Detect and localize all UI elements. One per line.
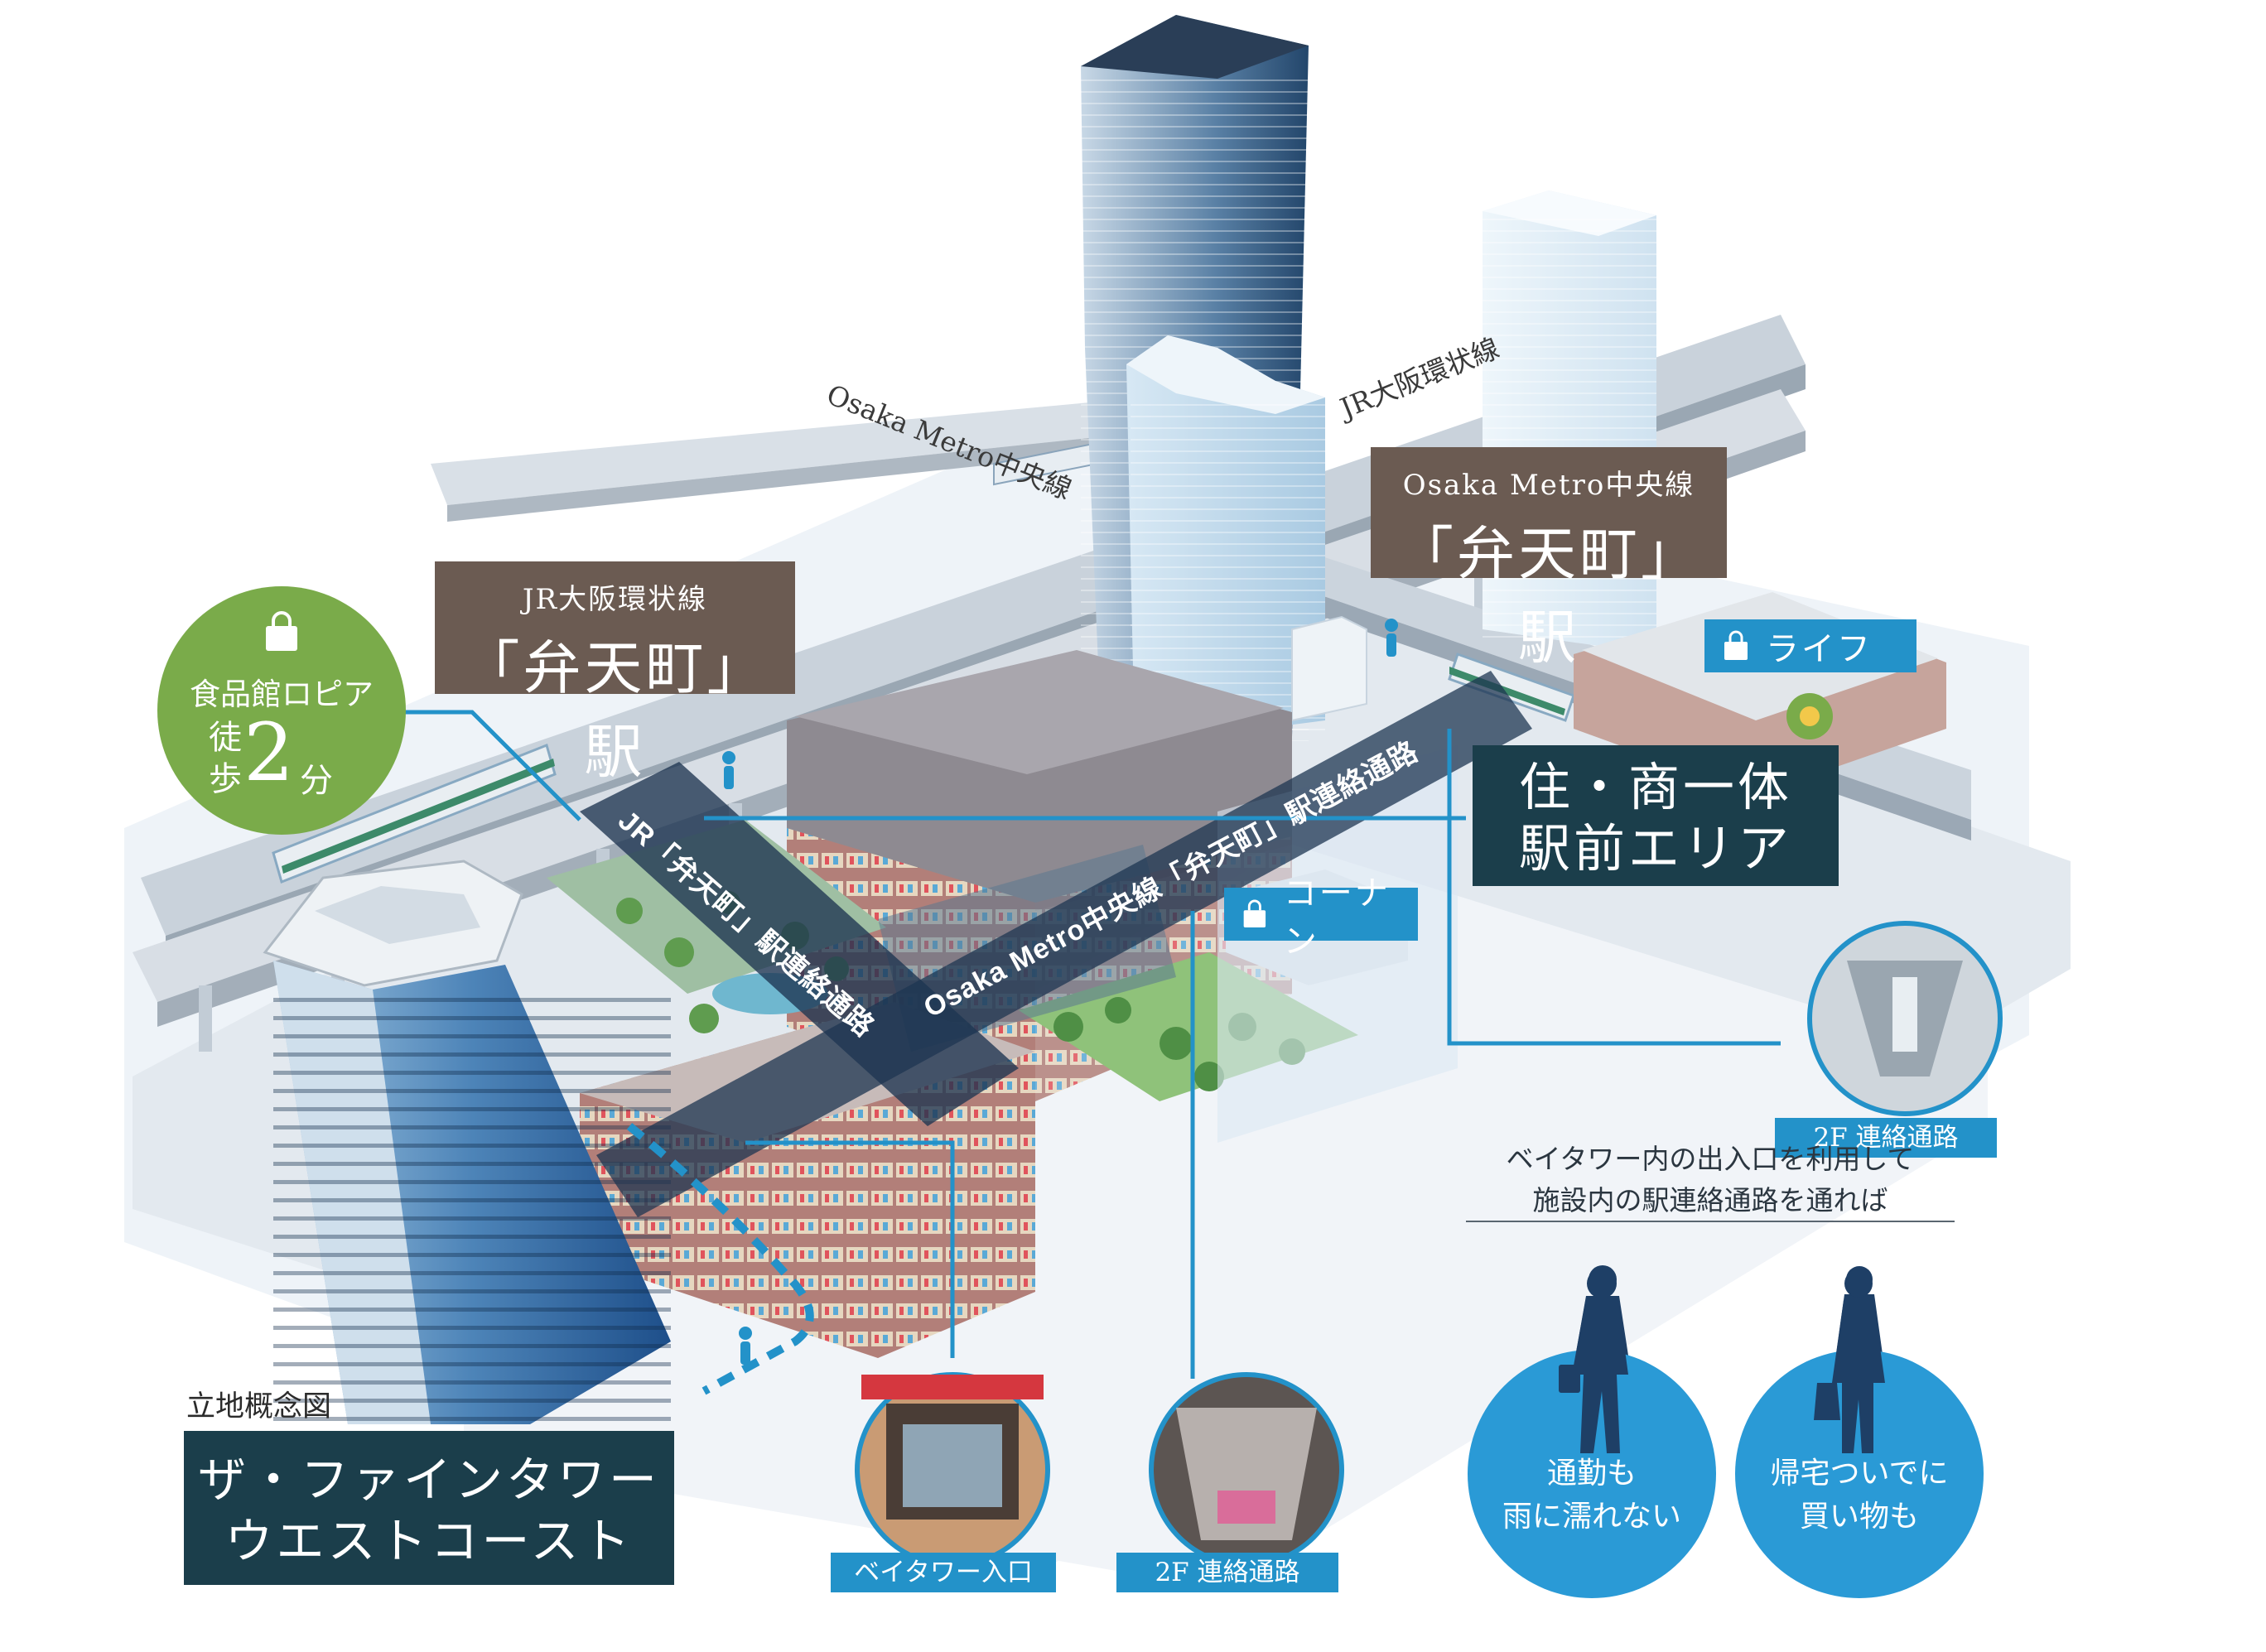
jr-station-line: JR大阪環状線 — [522, 583, 708, 616]
kohnan-store-tag: コーナン — [1224, 875, 1418, 960]
notice-text: ベイタワー内の出入口を利用して 施設内の駅連絡通路を通れば — [1445, 1139, 1975, 1221]
lopia-walk-prefix: 徒歩 — [209, 719, 242, 798]
photo-caption-passage-right: 2F 連絡通路 — [1775, 1118, 1997, 1158]
property-name-label: ザ・ファインタワー ウエストコースト — [184, 1431, 674, 1585]
notice-line1: ベイタワー内の出入口を利用して — [1506, 1143, 1915, 1175]
shopping-bag-icon — [1243, 899, 1266, 928]
area-label-line1: 住・商一体 — [1518, 757, 1792, 817]
notice-line2: 施設内の駅連絡通路を通れば — [1532, 1184, 1888, 1216]
area-label: 住・商一体 駅前エリア — [1473, 745, 1839, 886]
benefit-shopping-line2: 買い物も — [1799, 1500, 1919, 1534]
photo-caption-entrance: ベイタワー入口 — [831, 1553, 1056, 1592]
benefit-commute-line2: 雨に濡れない — [1502, 1500, 1681, 1534]
lopia-walk-unit: 分 — [300, 762, 333, 800]
life-store-label: ライフ — [1766, 631, 1873, 667]
lopia-walk-minutes: 2 — [243, 706, 295, 799]
map-title: 立地概念図 — [186, 1390, 332, 1423]
shopping-bag-icon — [1724, 630, 1748, 660]
benefit-commute-line1: 通勤も — [1546, 1457, 1637, 1491]
life-store-tag: ライフ — [1704, 619, 1916, 672]
lopia-name: 食品館ロピア — [190, 677, 374, 712]
benefit-shopping-line1: 帰宅ついでに — [1770, 1457, 1949, 1491]
area-label-line2: 駅前エリア — [1518, 818, 1792, 879]
property-name-line1: ザ・ファインタワー — [197, 1452, 660, 1508]
metro-station-line: Osaka Metro中央線 — [1402, 469, 1695, 502]
kohnan-store-label: コーナン — [1283, 875, 1391, 960]
property-name-line2: ウエストコースト — [224, 1513, 634, 1569]
shopper-silhouette-icon — [1814, 1269, 1885, 1453]
photo-caption-passage-center: 2F 連絡通路 — [1116, 1553, 1338, 1592]
commuter-silhouette-icon — [1559, 1269, 1628, 1453]
lopia-badge: 食品館ロピア 徒歩 2 分 — [157, 586, 406, 835]
shopping-bag-icon — [266, 611, 297, 651]
jr-station-name: 「弁天町」駅 — [461, 634, 769, 786]
metro-station-name: 「弁天町」駅 — [1396, 520, 1702, 672]
metro-station-label: Osaka Metro中央線 「弁天町」駅 — [1371, 447, 1727, 672]
jr-station-label: JR大阪環状線 「弁天町」駅 — [435, 561, 795, 786]
